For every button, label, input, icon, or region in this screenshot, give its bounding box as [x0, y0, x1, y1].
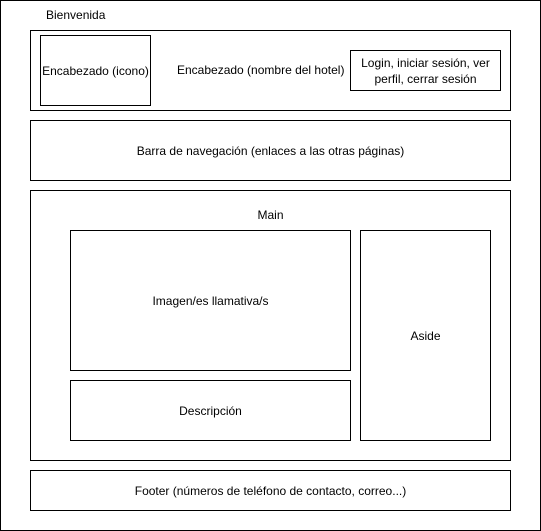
navigation-bar-label: Barra de navegación (enlaces a las otras…: [136, 143, 405, 158]
aside-label: Aside: [410, 328, 441, 343]
header-icon-label: Encabezado (icono): [42, 63, 149, 78]
footer-section: Footer (números de teléfono de contacto,…: [30, 470, 511, 511]
image-label: Imagen/es llamativa/s: [152, 293, 269, 308]
aside-box: Aside: [360, 230, 491, 441]
page-title: Bienvenida: [46, 8, 106, 22]
footer-label: Footer (números de teléfono de contacto,…: [134, 483, 407, 498]
header-icon-box: Encabezado (icono): [40, 35, 151, 106]
description-label: Descripción: [179, 403, 242, 418]
main-label: Main: [257, 208, 284, 222]
navigation-bar-section: Barra de navegación (enlaces a las otras…: [30, 120, 511, 181]
image-box: Imagen/es llamativa/s: [70, 230, 351, 371]
login-box: Login, iniciar sesión, ver perfil, cerra…: [350, 50, 501, 91]
login-label: Login, iniciar sesión, ver perfil, cerra…: [361, 55, 490, 86]
description-box: Descripción: [70, 380, 351, 441]
header-hotel-name-label: Encabezado (nombre del hotel): [177, 63, 345, 77]
